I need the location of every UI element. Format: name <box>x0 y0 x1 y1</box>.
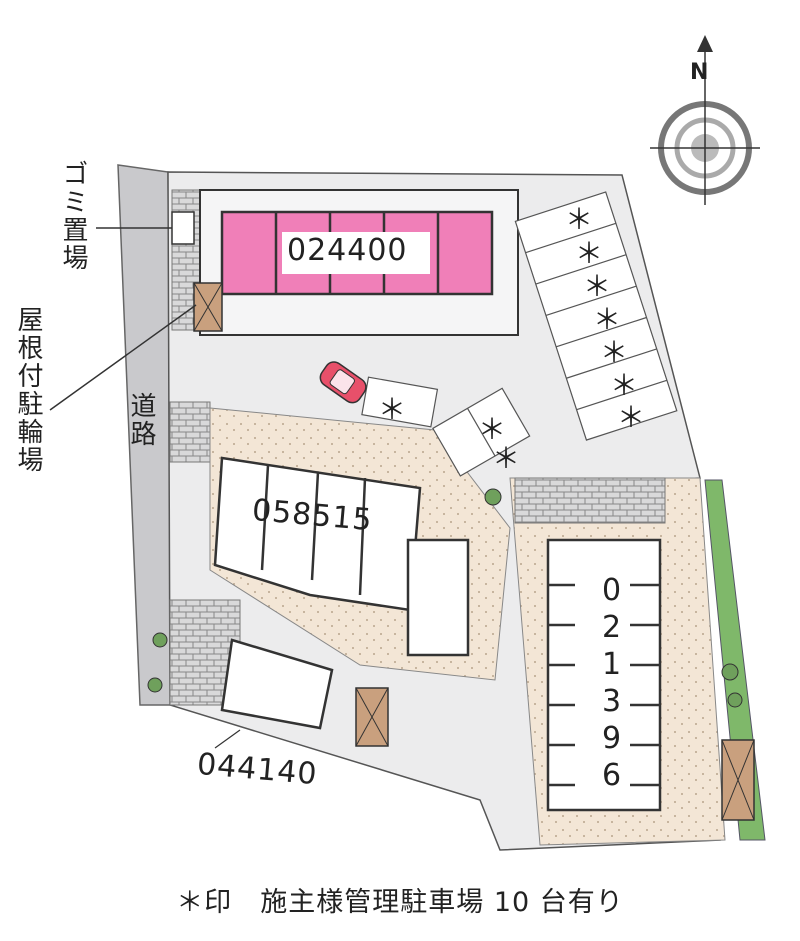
parking-mark: ＊ <box>565 203 594 236</box>
car-icon <box>319 361 367 404</box>
garbage-area-label: ゴミ置場 <box>58 160 88 272</box>
parking-mark: ＊ <box>600 336 629 369</box>
east-brick-walk <box>514 477 666 524</box>
parking-mark: ＊ <box>617 401 646 434</box>
parking-mark: ＊ <box>610 369 639 402</box>
parking-stalls-center <box>432 387 531 477</box>
tree-icons <box>147 488 743 708</box>
covered-bike-parking-label: 屋根付駐輪場 <box>13 306 43 474</box>
building-044140 <box>220 638 334 730</box>
garbage-area <box>171 211 195 245</box>
parking-mark: ＊ <box>378 393 407 426</box>
compass-icon <box>650 35 760 205</box>
parking-mark: ＊ <box>492 442 521 475</box>
parking-mark: ＊ <box>583 270 612 303</box>
building-021396-label: 021396 <box>601 573 623 793</box>
parking-stalls-east <box>514 191 678 441</box>
footer-note: ＊印 施主様管理駐車場 10 台有り <box>176 887 624 918</box>
parking-mark: ＊ <box>593 303 622 336</box>
parking-stall-single <box>361 376 439 428</box>
west-brick-walk <box>169 401 211 463</box>
parking-mark: ＊ <box>575 237 604 270</box>
road-label: 道路 <box>126 392 156 448</box>
parking-mark: ＊ <box>478 413 507 446</box>
compass-north-label: N <box>690 60 709 85</box>
building-024400-label: 024400 <box>287 233 408 268</box>
building-058515-annex <box>406 538 470 657</box>
